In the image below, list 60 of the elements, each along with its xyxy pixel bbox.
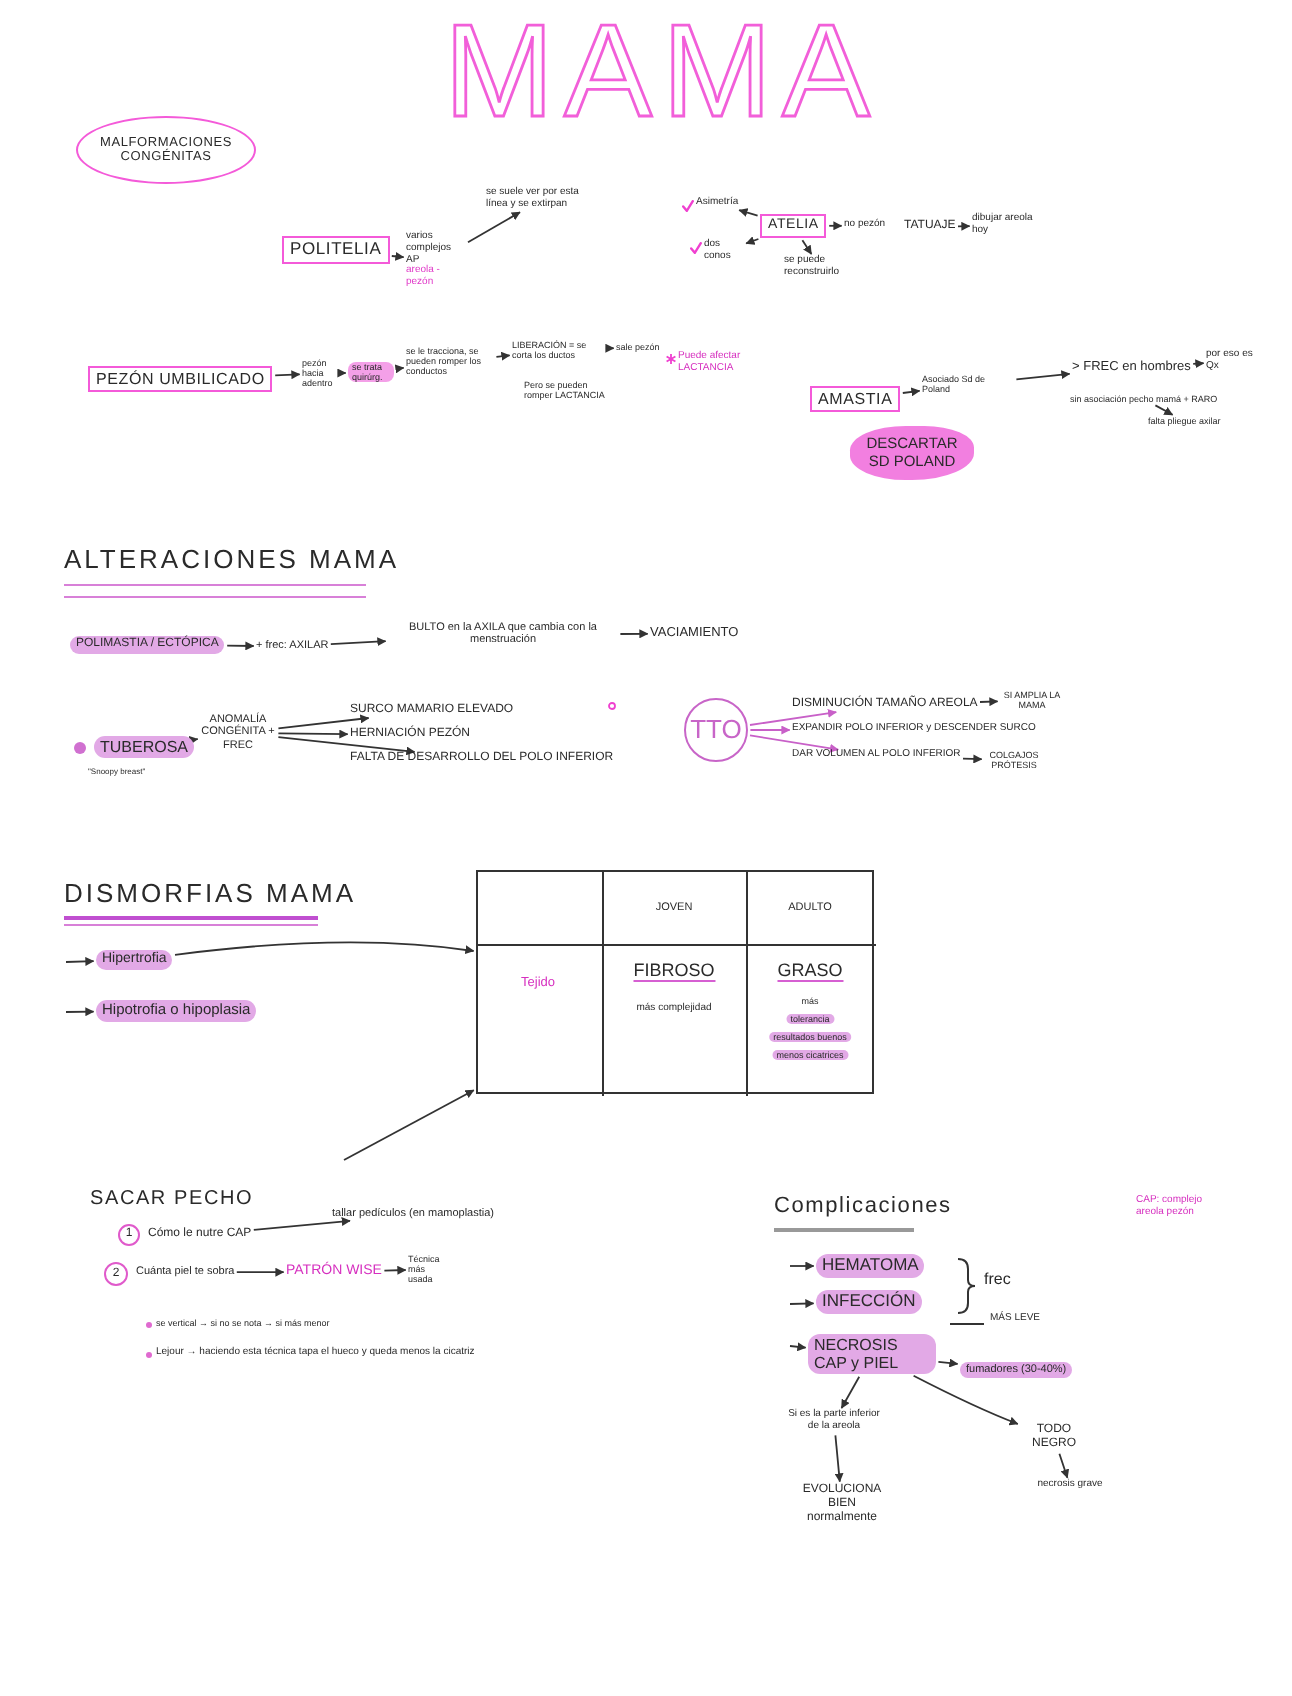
arrow <box>383 1265 407 1275</box>
arrow <box>937 1358 959 1368</box>
highlighted-term: TUBEROSA <box>94 736 195 759</box>
section-heading: Complicaciones <box>774 1194 952 1220</box>
arrow <box>605 343 615 353</box>
term-box: POLITELIA <box>282 236 390 264</box>
section-heading: ALTERACIONES MAMA <box>64 546 400 576</box>
section-heading: SACAR PECHO <box>90 1188 254 1211</box>
arrow <box>962 754 983 764</box>
arrow <box>789 1299 815 1309</box>
cell-heading: FIBROSO <box>633 960 715 983</box>
comparison-table <box>476 870 874 1094</box>
arrow <box>749 734 840 753</box>
arrow <box>834 1434 844 1483</box>
circled-label: TTO <box>684 698 748 762</box>
arrow <box>467 211 521 244</box>
highlighted-term: HEMATOMA <box>816 1254 925 1278</box>
arrow <box>65 956 95 966</box>
arrow <box>337 368 347 378</box>
arrow <box>901 387 921 397</box>
arrow <box>277 729 349 739</box>
arrow <box>394 364 405 374</box>
section-heading: DISMORFIAS MAMA <box>64 880 357 910</box>
arrow <box>745 236 760 245</box>
arrow <box>1192 359 1205 369</box>
arrow <box>277 736 416 756</box>
term-box: AMASTIA <box>810 386 901 413</box>
arrow <box>1154 404 1174 416</box>
cell-heading: GRASO <box>777 960 843 983</box>
arrow <box>65 1007 95 1017</box>
arrow <box>226 641 255 651</box>
arrow <box>957 221 971 231</box>
arrow <box>912 1374 1019 1426</box>
arrow <box>390 251 405 261</box>
arrow <box>801 239 813 255</box>
arrow <box>343 1089 475 1161</box>
term-box: PEZÓN UMBILICADO <box>88 366 273 393</box>
arrow <box>274 370 301 380</box>
note-text: frec <box>984 1270 1011 1289</box>
highlighted-term: INFECCIÓN <box>816 1290 922 1314</box>
arrow <box>1015 370 1071 381</box>
arrow <box>619 629 649 639</box>
arrow <box>277 714 370 730</box>
arrow <box>329 637 387 647</box>
arrow <box>235 1267 285 1277</box>
arrow <box>188 735 199 745</box>
arrow <box>789 1261 815 1271</box>
arrow <box>738 208 759 217</box>
arrow <box>174 941 475 956</box>
arrow <box>749 708 838 726</box>
arrow <box>252 1217 351 1231</box>
arrow <box>1058 1452 1070 1479</box>
arrow <box>840 1375 861 1409</box>
arrow <box>749 725 791 735</box>
page-title: MAMA <box>444 4 880 136</box>
arrow <box>828 221 843 231</box>
arrow <box>495 351 511 361</box>
highlighted-term: NECROSIS CAP y PIEL <box>808 1334 936 1375</box>
arrow <box>789 1342 807 1352</box>
arrow <box>979 697 999 707</box>
